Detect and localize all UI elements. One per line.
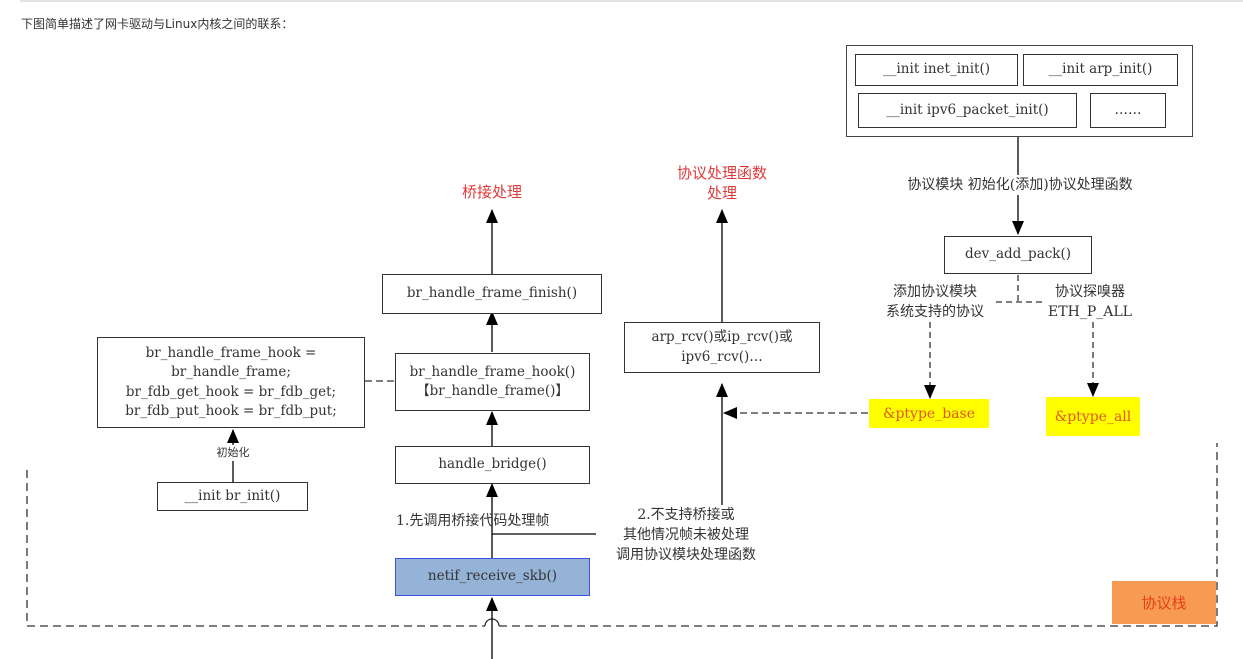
ipv6-packet-init-box: __init ipv6_packet_init()	[858, 93, 1077, 128]
top-divider	[20, 0, 1243, 2]
protocol-handler-processing-label: 协议处理函数 处理	[676, 164, 767, 202]
dev-add-pack-box: dev_add_pack()	[944, 236, 1092, 274]
step2-label: 2.不支持桥接或 其他情况帧未被处理 调用协议模块处理函数	[596, 505, 776, 565]
netif-receive-skb-box: netif_receive_skb()	[395, 558, 590, 596]
rcv-functions-box: arp_rcv()或ip_rcv()或 ipv6_rcv()…	[624, 322, 820, 373]
protocol-stack-border	[26, 443, 1218, 627]
handle-bridge-box: handle_bridge()	[395, 446, 590, 484]
br-init-box: __init br_init()	[157, 482, 308, 511]
step1-label: 1.先调用桥接代码处理帧	[396, 513, 550, 529]
br-handle-frame-hook-box: br_handle_frame_hook() 【br_handle_frame(…	[395, 353, 590, 411]
add-protocol-module-label: 添加协议模块 系统支持的协议	[886, 284, 984, 320]
br-handle-frame-finish-box: br_handle_frame_finish()	[382, 274, 602, 314]
intro-text: 下图简单描述了网卡驱动与Linux内核之间的联系：	[21, 17, 294, 31]
protocol-sniffer-label: 协议探嗅器 ETH_P_ALL	[1048, 284, 1132, 320]
inet-init-box: __init inet_init()	[855, 54, 1018, 86]
init-functions-group	[846, 45, 1193, 137]
more-init-box: ……	[1090, 93, 1166, 128]
bridge-processing-label: 桥接处理	[461, 183, 522, 201]
init-small-label: 初始化	[208, 445, 258, 461]
protocol-init-label: 协议模块 初始化(添加)协议处理函数	[870, 175, 1170, 195]
protocol-stack-tag: 协议栈	[1112, 581, 1216, 624]
arp-init-box: __init arp_init()	[1023, 54, 1178, 86]
ptype-base-highlight: &ptype_base	[869, 399, 989, 428]
hook-assignments-box: br_handle_frame_hook = br_handle_frame; …	[97, 337, 365, 428]
ptype-all-highlight: &ptype_all	[1046, 397, 1140, 436]
